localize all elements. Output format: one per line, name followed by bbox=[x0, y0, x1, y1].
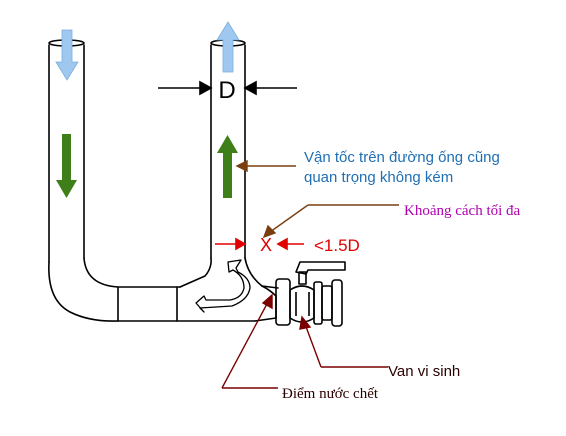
valve-body-detail bbox=[295, 292, 310, 316]
distance-dimension bbox=[215, 237, 304, 251]
pipe-system bbox=[48, 39, 279, 322]
diameter-label: D bbox=[218, 77, 235, 104]
velocity-leader bbox=[235, 159, 296, 173]
velocity-note-line1: Vận tốc trên đường ống cũng bbox=[304, 149, 500, 166]
dead-point-leader bbox=[221, 293, 278, 389]
arrow-right-icon bbox=[199, 80, 213, 96]
arrow-down-icon bbox=[56, 134, 77, 198]
diameter-dimension bbox=[158, 80, 297, 96]
valve-flange-left bbox=[275, 278, 291, 326]
max-distance-leader bbox=[262, 204, 399, 239]
valve-end-cap bbox=[331, 279, 343, 327]
swirl-path bbox=[195, 259, 251, 313]
flow-arrow-left-velocity bbox=[56, 134, 77, 198]
arrow-down-icon bbox=[55, 29, 79, 81]
arrow-icon bbox=[299, 315, 312, 330]
arrow-up-icon bbox=[217, 135, 238, 198]
velocity-note-line2: quan trọng không kém bbox=[304, 169, 453, 186]
distance-symbol: X bbox=[260, 235, 272, 255]
max-distance-label: Khoảng cách tối đa bbox=[404, 203, 521, 219]
arrow-right-icon bbox=[235, 237, 247, 251]
swirl-arrow-icon bbox=[195, 259, 251, 313]
valve-leader bbox=[299, 315, 388, 368]
arrow-icon bbox=[262, 224, 277, 239]
valve-label: Van vi sinh bbox=[388, 363, 460, 380]
dead-point-label: Điểm nước chết bbox=[282, 386, 379, 402]
valve-stem bbox=[298, 271, 307, 285]
valve-icon bbox=[275, 261, 346, 327]
u-bend-outer bbox=[48, 261, 256, 322]
valve-flange-right bbox=[313, 281, 323, 325]
flow-arrow-right-out bbox=[216, 21, 240, 73]
valve-clamp bbox=[321, 285, 333, 321]
distance-limit: <1.5D bbox=[314, 236, 360, 255]
pipe-joint bbox=[117, 286, 178, 322]
arrow-left-icon bbox=[276, 237, 288, 251]
valve-handle bbox=[295, 261, 346, 275]
arrow-icon bbox=[261, 293, 273, 310]
u-bend-inner bbox=[83, 257, 181, 288]
flow-arrow-right-velocity bbox=[217, 135, 238, 198]
arrow-left-icon bbox=[235, 159, 248, 173]
arrow-up-icon bbox=[216, 21, 240, 73]
arrow-left-icon bbox=[243, 80, 257, 96]
flow-arrow-left-in bbox=[55, 29, 79, 81]
horizontal-pipe-top bbox=[179, 257, 212, 288]
